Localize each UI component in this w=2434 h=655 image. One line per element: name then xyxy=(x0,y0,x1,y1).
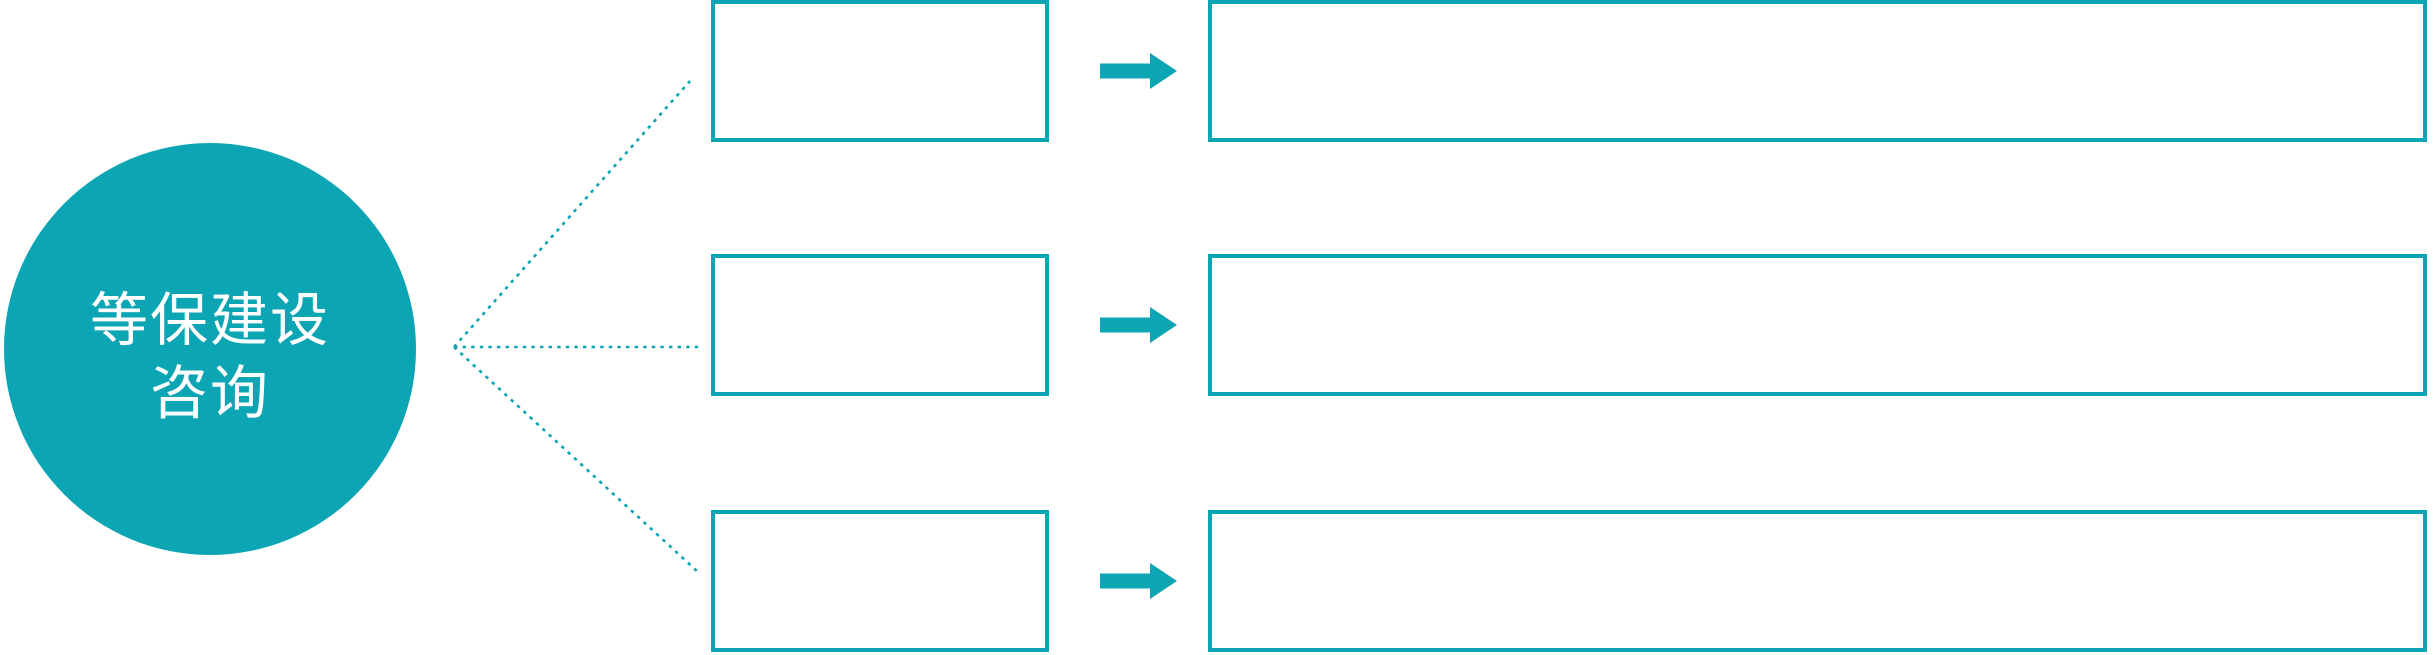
hub-label-line1: 等保建设 xyxy=(89,288,330,353)
branch-box-3 xyxy=(711,510,1049,652)
arrow-right-icon xyxy=(1100,563,1177,599)
detail-box-2 xyxy=(1208,254,2427,396)
arrow-right-icon xyxy=(1100,307,1177,343)
detail-box-3 xyxy=(1208,510,2427,652)
dashed-line-bottom xyxy=(453,346,700,574)
detail-box-1 xyxy=(1208,0,2427,142)
hub-label-line2: 咨询 xyxy=(149,361,270,426)
diagram-row-2 xyxy=(0,254,2434,396)
branch-box-1 xyxy=(711,0,1049,142)
arrow-right-icon xyxy=(1100,53,1177,89)
diagram-row-1 xyxy=(0,0,2434,142)
diagram-row-3 xyxy=(0,510,2434,652)
branch-box-2 xyxy=(711,254,1049,396)
hub-circle: 等保建设 咨询 xyxy=(4,143,416,555)
hub-label: 等保建设 咨询 xyxy=(90,268,330,430)
